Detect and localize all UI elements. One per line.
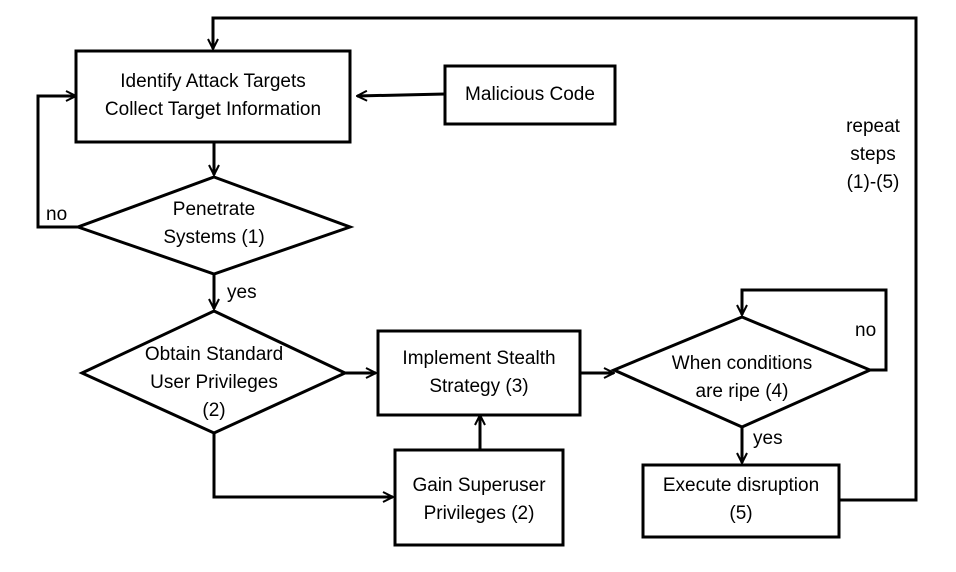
- malicious-code-box: [443, 64, 617, 126]
- penetrate-systems-line1: Penetrate: [172, 199, 256, 220]
- conditions-ripe-label: When conditions are ripe (4): [646, 350, 838, 406]
- penetrate-no-label: no: [46, 204, 68, 225]
- conditions-yes-label: yes: [753, 428, 783, 449]
- obtain-privileges-line2: User Privileges: [150, 372, 278, 393]
- penetrate-systems-diamond: [73, 175, 355, 276]
- malicious-code-line1: Malicious Code: [465, 84, 595, 105]
- obtain-privileges-label: Obtain Standard User Privileges (2): [104, 341, 324, 425]
- repeat-steps-line2: steps: [850, 144, 896, 165]
- obtain-privileges-diamond: [78, 309, 349, 435]
- execute-disruption-line1: Execute disruption: [662, 475, 820, 496]
- execute-disruption-line2: (5): [729, 503, 753, 524]
- penetrate-systems-line2: Systems (1): [163, 227, 265, 248]
- repeat-steps-line3: (1)-(5): [846, 172, 900, 193]
- edge-malicious-to-identify: [357, 94, 446, 96]
- identify-targets-label: Identify Attack Targets Collect Target I…: [76, 68, 350, 124]
- gain-superuser-label: Gain Superuser Privileges (2): [395, 472, 563, 528]
- conditions-ripe-line2: are ripe (4): [695, 381, 789, 402]
- obtain-privileges-line1: Obtain Standard: [144, 344, 284, 365]
- gain-superuser-line1: Gain Superuser: [412, 475, 546, 496]
- conditions-no-label: no: [855, 320, 877, 341]
- implement-stealth-line2: Strategy (3): [429, 376, 529, 397]
- identify-targets-box: [74, 49, 352, 144]
- repeat-steps-label: repeat steps (1)-(5): [826, 113, 920, 197]
- penetrate-systems-label: Penetrate Systems (1): [114, 196, 314, 252]
- obtain-privileges-line3: (2): [202, 400, 226, 421]
- malicious-code-label: Malicious Code: [445, 81, 615, 109]
- conditions-ripe-diamond: [610, 315, 874, 429]
- conditions-ripe-line1: When conditions: [671, 353, 813, 374]
- execute-disruption-box: [641, 463, 841, 539]
- identify-targets-line1: Identify Attack Targets: [120, 71, 306, 92]
- implement-stealth-box: [376, 329, 582, 417]
- implement-stealth-line1: Implement Stealth: [402, 348, 556, 369]
- execute-disruption-label: Execute disruption (5): [643, 472, 839, 528]
- gain-superuser-box: [393, 448, 565, 547]
- edge-penetrate-no-loop: [36, 96, 78, 229]
- penetrate-yes-label: yes: [227, 282, 257, 303]
- repeat-steps-line1: repeat: [846, 116, 900, 137]
- gain-superuser-line2: Privileges (2): [423, 503, 535, 524]
- edge-repeat-loop: [213, 16, 918, 502]
- identify-targets-line2: Collect Target Information: [104, 99, 322, 120]
- edge-obtain-to-superuser: [212, 433, 393, 497]
- edge-conditions-no-loop: [742, 288, 888, 372]
- implement-stealth-label: Implement Stealth Strategy (3): [378, 345, 580, 401]
